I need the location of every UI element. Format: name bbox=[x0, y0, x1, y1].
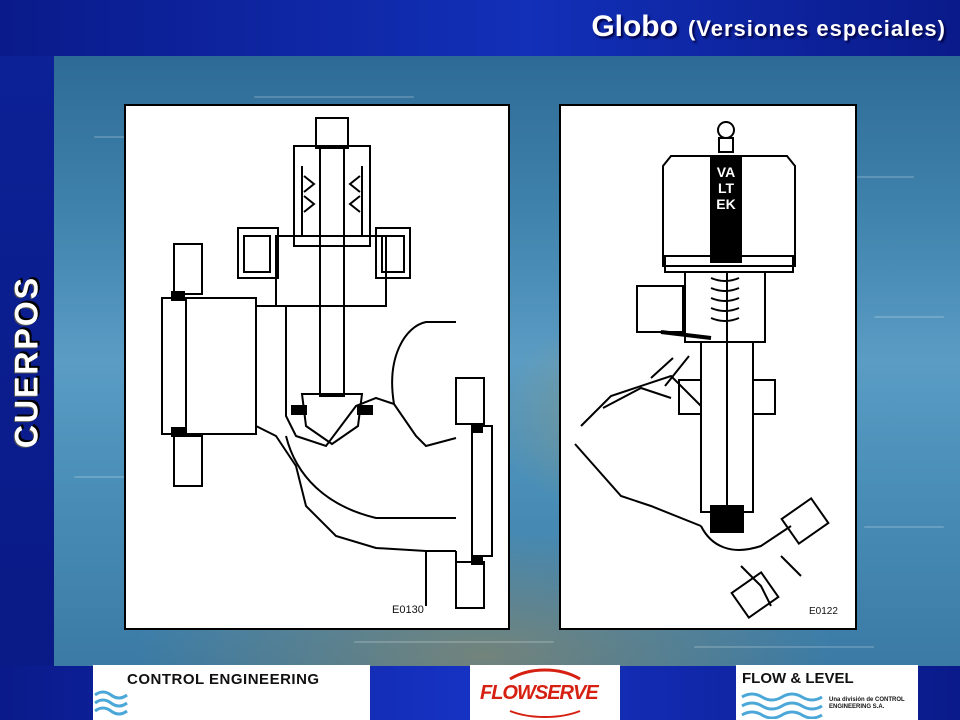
valtek-brand-label: VALTEK bbox=[716, 164, 736, 212]
logo-text: CONTROL ENGINEERING bbox=[127, 671, 320, 688]
section-label: CUERPOS bbox=[8, 275, 45, 449]
globe-valve-drawing bbox=[161, 117, 493, 609]
logo-subtext: Una división de CONTROL ENGINEERING S.A. bbox=[829, 697, 905, 710]
title-bar: Globo (Versiones especiales) bbox=[0, 0, 960, 56]
wave-logo-icon bbox=[94, 690, 128, 716]
flowserve-logo: FLOWSERVE bbox=[470, 665, 620, 720]
valtek-valve-drawing bbox=[574, 121, 830, 620]
title-main: Globo bbox=[591, 10, 678, 43]
wave-logo-icon bbox=[741, 692, 823, 719]
logo-text: FLOW & LEVEL bbox=[742, 670, 854, 687]
flow-level-logo: FLOW & LEVEL Una división de CONTROL ENG… bbox=[736, 665, 918, 720]
drawing-panel-globe: E0130 bbox=[124, 104, 510, 630]
drawing-code: E0122 bbox=[809, 606, 838, 617]
drawing-panel-valtek: VALTEK E0122 bbox=[559, 104, 857, 630]
title-subtitle: (Versiones especiales) bbox=[687, 16, 946, 41]
drawing-code: E0130 bbox=[392, 604, 424, 616]
logo-text: FLOWSERVE bbox=[480, 682, 599, 704]
flowserve-swoosh-icon bbox=[509, 668, 581, 718]
control-engineering-logo: CONTROL ENGINEERING bbox=[93, 665, 370, 720]
page-title: Globo (Versiones especiales) bbox=[591, 10, 946, 44]
left-sidebar bbox=[0, 56, 54, 666]
